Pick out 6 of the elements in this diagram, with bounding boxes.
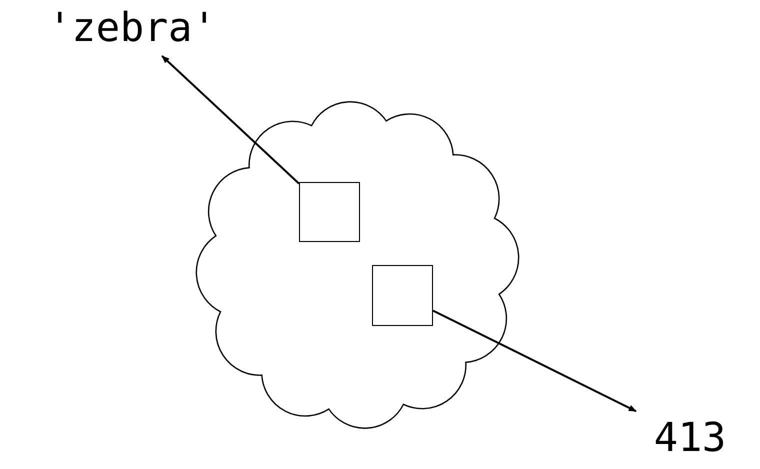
arrow: [161, 55, 300, 184]
arrow: [432, 310, 637, 412]
value-label: 'zebra': [48, 8, 216, 48]
square-box: [372, 265, 433, 326]
value-label: 413: [654, 418, 726, 458]
square-box: [299, 182, 360, 242]
